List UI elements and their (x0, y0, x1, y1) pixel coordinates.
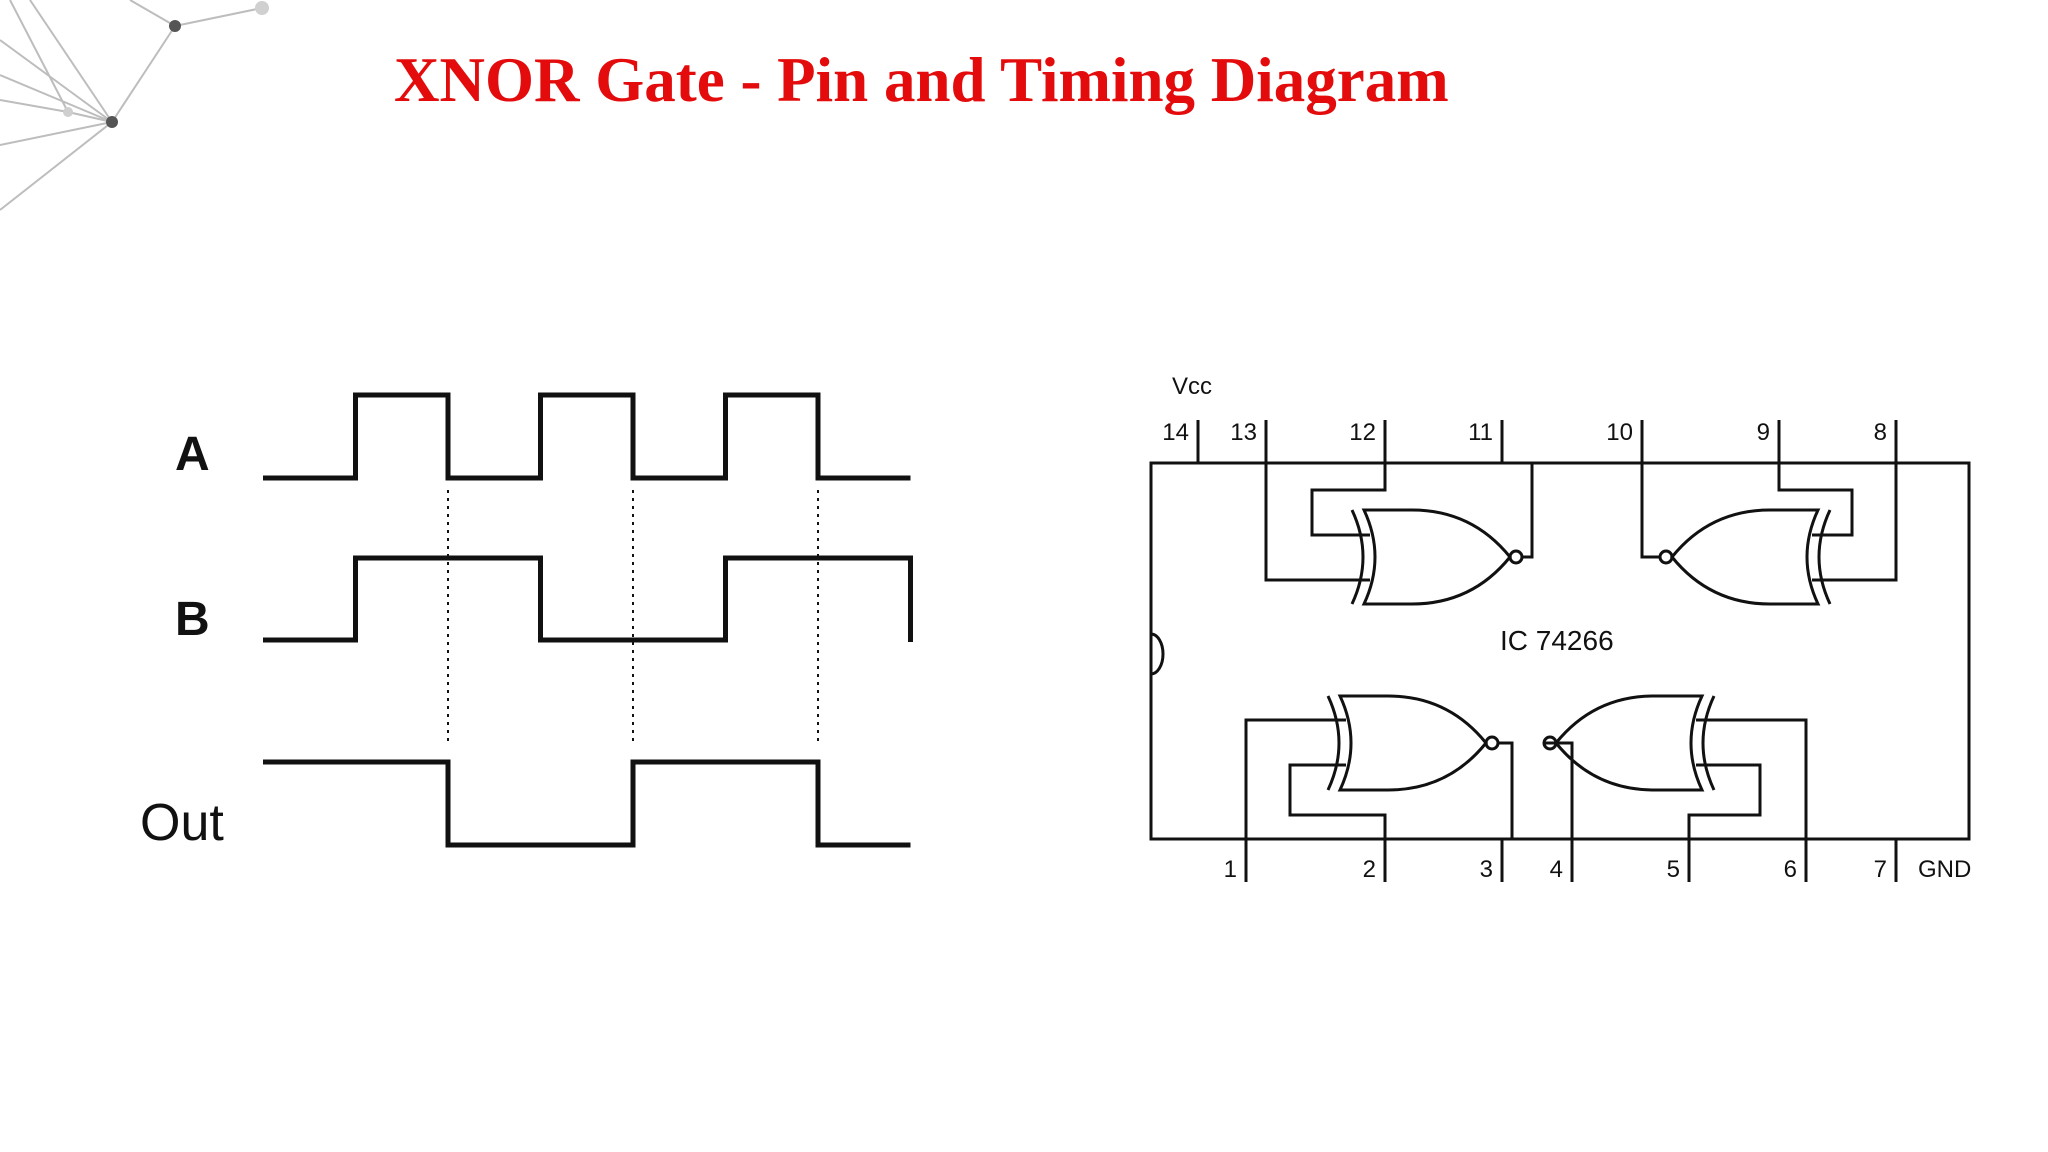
ic-label: IC 74266 (1500, 625, 1614, 656)
xnor-gate-1 (1264, 463, 1534, 606)
pin-label-6: 6 (1784, 856, 1797, 883)
pin-label-11: 11 (1468, 419, 1493, 446)
pin-label-7: 7 (1874, 856, 1887, 883)
pin-label-9: 9 (1757, 419, 1770, 446)
network-decoration-icon (0, 0, 269, 211)
slide-title: XNOR Gate - Pin and Timing Diagram (394, 45, 1449, 115)
signal-label-a: A (175, 428, 210, 481)
signal-label-b: B (175, 593, 210, 646)
gnd-label: GND (1918, 856, 1971, 883)
pin-label-13: 13 (1230, 419, 1257, 446)
ic-body (1149, 461, 1971, 841)
pin-label-10: 10 (1606, 419, 1633, 446)
pin-label-2: 2 (1363, 856, 1376, 883)
pin-label-3: 3 (1480, 856, 1493, 883)
waveform-out (263, 759, 911, 848)
pin-label-14: 14 (1162, 419, 1189, 446)
ic-pin-diagram: Vcc 14 13 12 11 10 9 8 1 2 3 4 5 6 7 GND… (1149, 373, 1971, 883)
waveform-b (263, 555, 913, 643)
signal-label-out: Out (140, 794, 224, 852)
ic-notch (1150, 632, 1165, 676)
xnor-gate-3 (1244, 694, 1514, 839)
xnor-gate-2 (1640, 463, 1898, 606)
pin-label-5: 5 (1667, 856, 1680, 883)
xnor-gate-4 (1542, 694, 1808, 839)
timing-diagram: A B Out (140, 392, 913, 852)
pin-label-1: 1 (1224, 856, 1237, 883)
pin-label-4: 4 (1550, 856, 1563, 883)
vcc-label: Vcc (1172, 373, 1212, 400)
pin-label-12: 12 (1349, 419, 1376, 446)
waveform-a (263, 392, 911, 481)
pin-label-8: 8 (1874, 419, 1887, 446)
